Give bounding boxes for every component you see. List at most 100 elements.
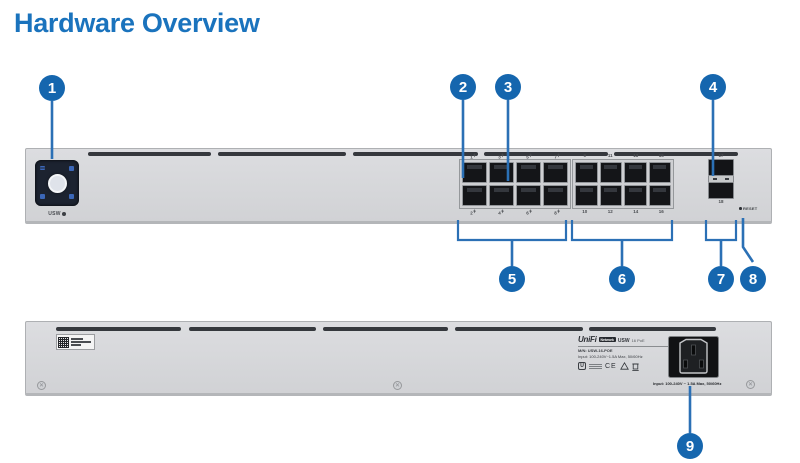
divider <box>578 345 678 347</box>
screen-network-icon <box>40 194 45 199</box>
poe-bolt-icon <box>472 153 476 158</box>
callout-badge-1: 1 <box>39 75 65 101</box>
port-number-label: 4 <box>487 209 515 216</box>
callout-badge-4: 4 <box>700 74 726 100</box>
input-rating: Input: 100-240V~1.5A Max, 50/60Hz <box>578 353 643 359</box>
port-number-label: 3 <box>487 153 515 160</box>
rj45-port <box>575 162 598 183</box>
rj45-port <box>516 162 541 183</box>
port-number-label: 5 <box>515 153 543 160</box>
touchscreen-display <box>35 160 79 206</box>
callout-badge-7: 7 <box>708 266 734 292</box>
model-name: USW <box>617 338 630 344</box>
vent-slot <box>56 327 181 331</box>
poe-bolt-icon <box>500 153 504 158</box>
callout-badge-5: 5 <box>499 266 525 292</box>
rj45-port <box>489 162 514 183</box>
port-number-label: 15 <box>658 153 664 158</box>
vent-slot <box>88 152 211 156</box>
sfp-slot <box>708 182 734 199</box>
port-number-label: 8 <box>543 209 571 216</box>
sfp-led-bar <box>708 176 734 182</box>
port-number-label: 13 <box>633 153 639 158</box>
weee-bin-icon <box>632 363 639 371</box>
vent-slot <box>323 327 448 331</box>
switch-back-view: UniFi Network USW 16 PoE M/N: USW-16-POE… <box>25 321 772 396</box>
rj45-port <box>624 185 647 206</box>
port-labels-bottom: 10 12 14 16 <box>572 209 674 215</box>
rj45-port <box>462 185 487 206</box>
manufacturer-address-lines <box>589 363 602 369</box>
port-grid <box>459 159 571 209</box>
poe-bolt-icon <box>556 209 560 214</box>
sticker-text-lines <box>71 338 93 346</box>
vent-slot <box>589 327 716 331</box>
port-grid <box>572 159 674 209</box>
reset-button-dot <box>739 207 742 210</box>
callout-badge-9: 9 <box>677 433 703 459</box>
sfp-port-label: 18 <box>718 199 724 204</box>
model-number: M/N: USW-16-POE <box>578 348 613 353</box>
port-number-label: 16 <box>658 209 664 214</box>
screw: ✕ <box>746 380 755 389</box>
rj45-port <box>462 162 487 183</box>
vent-slot <box>353 152 478 156</box>
port-number-label: 11 <box>607 153 613 158</box>
serial-label-sticker <box>56 334 95 350</box>
recycle-triangle-icon <box>619 362 629 370</box>
rj45-port <box>543 162 568 183</box>
page-title: Hardware Overview <box>14 8 260 38</box>
ce-mark: CE <box>605 362 617 370</box>
rj45-port <box>599 185 622 206</box>
sfp-slot <box>708 159 734 176</box>
port-number-label: 1 <box>459 153 487 160</box>
poe-bolt-icon <box>472 209 476 214</box>
rj45-port <box>543 185 568 206</box>
port-number-label: 7 <box>543 153 571 160</box>
power-inlet-c14 <box>668 336 719 378</box>
screen-settings-icon <box>69 194 74 199</box>
rj45-port <box>648 162 671 183</box>
vent-slot <box>614 152 738 156</box>
callout-badge-2: 2 <box>450 74 476 100</box>
ubiquiti-logo-dot <box>61 211 66 216</box>
screen-center-dial <box>47 173 67 193</box>
rj45-port <box>599 162 622 183</box>
rj45-port <box>516 185 541 206</box>
network-badge: Network <box>598 337 616 342</box>
port-number-label: 6 <box>515 209 543 216</box>
vent-slot <box>455 327 583 331</box>
model-suffix: 16 PoE <box>631 338 645 343</box>
callout-badge-6: 6 <box>609 266 635 292</box>
sfp-port-block: 17 18 <box>708 153 734 205</box>
reset-label: RESET <box>743 206 758 211</box>
callout-line-8 <box>741 218 755 263</box>
port-number-label: 12 <box>607 209 613 214</box>
vent-slot <box>484 152 608 156</box>
callout-badge-8: 8 <box>740 266 766 292</box>
vent-slot <box>189 327 316 331</box>
port-number-label: 10 <box>582 209 588 214</box>
port-number-label: 2 <box>459 209 487 216</box>
qr-code <box>58 336 69 348</box>
rj45-port <box>624 162 647 183</box>
callout-badge-3: 3 <box>495 74 521 100</box>
screw: ✕ <box>393 381 402 390</box>
screen-lock-icon <box>69 166 74 171</box>
screen-stats-icon <box>40 166 45 170</box>
power-inlet-rating-label: Input: 100-240V ~ 1.5A Max, 50/60Hz <box>653 381 722 386</box>
regulatory-branding-block: UniFi Network USW 16 PoE M/N: USW-16-POE… <box>578 335 678 371</box>
rj45-port <box>575 185 598 206</box>
reset-button: RESET <box>739 206 757 211</box>
port-number-label: 14 <box>633 209 639 214</box>
rj45-port <box>489 185 514 206</box>
ubiquiti-logo: U <box>578 362 586 370</box>
sfp-port-label: 17 <box>718 153 724 158</box>
